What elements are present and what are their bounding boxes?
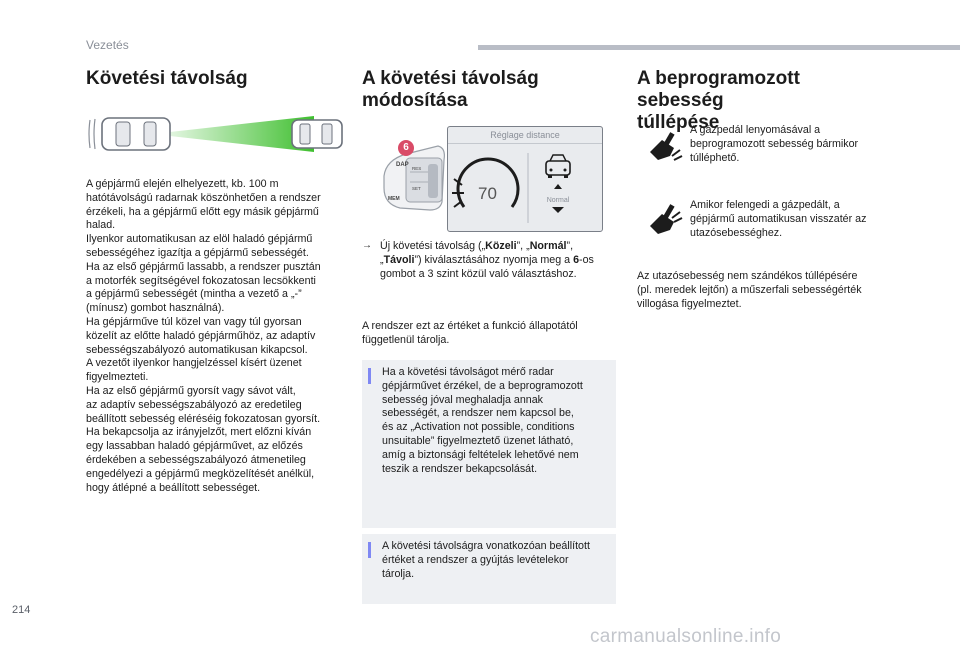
stalk-mem-label: MEM — [388, 196, 400, 202]
bullet-arrow-icon: → — [362, 240, 372, 251]
info-note-radar: Ha a követési távolságot mérő radar gépj… — [362, 360, 616, 528]
leading-car — [291, 119, 343, 149]
cruise-control-stalk: DAP RES SET MEM — [383, 145, 445, 211]
info-note-radar-text: Ha a követési távolságot mérő radar gépj… — [382, 366, 583, 475]
foot-pedal-release-icon — [650, 204, 683, 234]
display-graphics: 70 Normal — [452, 153, 571, 223]
unintentional-exceed-paragraph: Az utazósebesség nem szándékos túllépésé… — [637, 270, 862, 310]
foot-pedal-press-icon — [650, 132, 683, 161]
distance-down-arrow-icon — [552, 207, 564, 213]
info-icon — [368, 542, 371, 558]
header-bar — [478, 45, 960, 50]
own-car — [88, 117, 171, 151]
bullet-text: Új követési távolság („Közeli”, „Normál”… — [380, 240, 594, 280]
car-radar-icon — [88, 116, 343, 152]
info-note-storage: A követési távolságra vonatkozóan beállí… — [362, 534, 616, 604]
watermark: carmanualsonline.info — [590, 626, 782, 647]
display-header: Réglage distance — [448, 127, 602, 144]
section-label: Vezetés — [86, 38, 129, 52]
display-mode: Normal — [547, 197, 570, 204]
radar-beam — [170, 116, 314, 152]
display-speed: 70 — [478, 184, 497, 203]
info-note-storage-text: A követési távolságra vonatkozóan beállí… — [382, 540, 590, 580]
following-distance-description: A gépjármű elején elhelyezett, kb. 100 m… — [86, 178, 321, 494]
exceed-press-text: A gázpedál lenyomásával a beprogramozott… — [690, 124, 859, 164]
section-title-change-distance: A követési távolság módosítása — [362, 68, 539, 111]
page-number: 214 — [12, 604, 31, 616]
distance-up-arrow-icon — [554, 184, 562, 189]
stalk-dap-label: DAP — [396, 162, 409, 168]
section-title-exceed-speed: A beprogramozott sebesség túllépése — [637, 68, 800, 133]
distance-car-icon — [545, 154, 571, 178]
storage-paragraph: A rendszer ezt az értéket a funkció álla… — [362, 320, 578, 346]
stalk-set-label: SET — [412, 186, 421, 191]
section-title-following-distance: Követési távolság — [86, 68, 248, 89]
info-icon — [368, 368, 371, 384]
gauge-arc — [456, 157, 520, 208]
callout-6: 6 — [398, 140, 414, 156]
instrument-display: Réglage distance 70 Normal — [447, 126, 603, 232]
radar-waves-icon — [452, 178, 464, 208]
stalk-res-label: RES — [412, 166, 421, 171]
exceed-release-text: Amikor felengedi a gázpedált, a gépjármű… — [690, 199, 867, 239]
